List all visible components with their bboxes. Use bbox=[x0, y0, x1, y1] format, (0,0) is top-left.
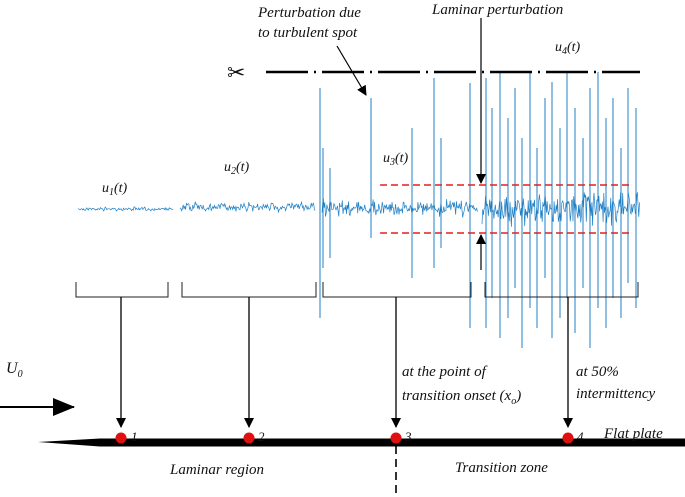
bracket-2 bbox=[181, 282, 317, 298]
station-label-1: 1 bbox=[131, 429, 138, 444]
station-label-4: 4 bbox=[577, 429, 584, 444]
signal-trace-u4 bbox=[481, 192, 640, 227]
signal-label-u4: u4(t) bbox=[555, 40, 581, 57]
bracket-3 bbox=[322, 282, 472, 298]
bracket-1 bbox=[75, 282, 169, 298]
station-label-2: 2 bbox=[258, 429, 265, 444]
laminar-region-label: Laminar region bbox=[169, 462, 264, 478]
signal-traces bbox=[77, 72, 640, 348]
intermittency-annotation-line1: at 50% bbox=[576, 364, 619, 380]
scissors-icon: ✂ bbox=[227, 61, 245, 86]
station-marker-2 bbox=[243, 432, 255, 444]
turbulent-spot-pointer bbox=[336, 45, 367, 96]
flat-plate bbox=[38, 438, 685, 447]
station-marker-4 bbox=[562, 432, 574, 444]
station-marker-3 bbox=[390, 432, 402, 444]
freestream-label: U0 bbox=[6, 360, 23, 380]
signal-label-u3: u3(t) bbox=[383, 151, 409, 168]
plate-label: Flat plate bbox=[603, 426, 663, 442]
signal-label-u2: u2(t) bbox=[224, 160, 250, 177]
signal-trace-u1 bbox=[77, 206, 174, 212]
transition-onset-annotation-line2: transition onset (xo) bbox=[402, 388, 521, 407]
signal-trace-u2 bbox=[179, 200, 316, 214]
transition-onset-annotation-line1: at the point of bbox=[402, 364, 488, 380]
bracket-4 bbox=[484, 282, 639, 298]
turbulent-spot-annotation-line1: Perturbation due bbox=[257, 5, 361, 21]
intermittency-annotation-line2: intermittency bbox=[576, 386, 655, 402]
turbulent-spot-annotation-line2: to turbulent spot bbox=[258, 25, 358, 41]
signal-label-u1: u1(t) bbox=[102, 181, 128, 198]
station-label-3: 3 bbox=[404, 429, 412, 444]
transition-zone-label: Transition zone bbox=[455, 460, 548, 476]
signal-trace-u3 bbox=[321, 198, 478, 218]
laminar-perturbation-annotation: Laminar perturbation bbox=[431, 2, 563, 18]
station-marker-1 bbox=[115, 432, 127, 444]
